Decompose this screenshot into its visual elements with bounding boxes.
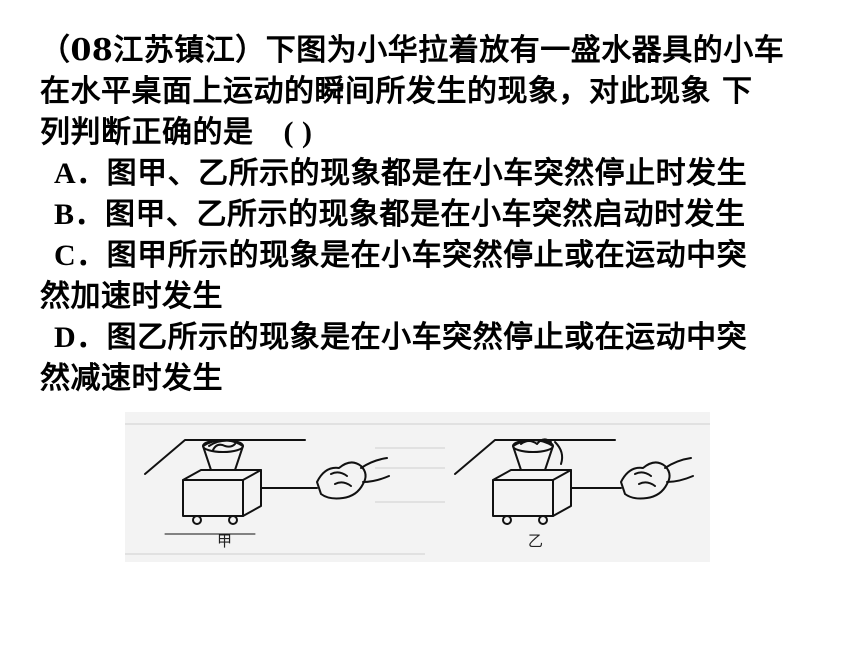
question-line-2: 在水平桌面上运动的瞬间所发生的现象，对此现象 下 (40, 74, 753, 109)
option-d-text: 图乙所示的现象是在小车突然停止或在运动中突 (106, 320, 748, 355)
option-c-letter: C． (54, 239, 107, 272)
option-c-text: 图甲所示的现象是在小车突然停止或在运动中突 (106, 238, 748, 273)
option-a-text: 图甲、乙所示的现象都是在小车突然停止时发生 (106, 156, 748, 191)
cart-illustration (125, 423, 710, 555)
option-a[interactable]: A．图甲、乙所示的现象都是在小车突然停止时发生 (40, 153, 840, 194)
option-b-letter: B． (54, 198, 106, 231)
option-c[interactable]: C．图甲所示的现象是在小车突然停止或在运动中突然加速时发生 (40, 235, 840, 317)
option-d-letter: D． (54, 321, 107, 354)
answer-paren: ( ) (283, 116, 313, 149)
cart-figure: 甲 乙 (125, 412, 710, 562)
question-block: （08江苏镇江）下图为小华拉着放有一盛水器具的小车 在水平桌面上运动的瞬间所发生… (40, 30, 840, 399)
question-stem-end: 列判断正确的是 (40, 115, 254, 150)
option-c-continuation: 然加速时发生 (40, 279, 223, 314)
figure-yi-drawing (454, 438, 694, 525)
figure-label-jia: 甲 (217, 532, 233, 550)
option-a-letter: A． (54, 157, 107, 190)
question-line-1: （08江苏镇江）下图为小华拉着放有一盛水器具的小车 (40, 33, 785, 68)
option-d[interactable]: D．图乙所示的现象是在小车突然停止或在运动中突然减速时发生 (40, 317, 840, 399)
option-b-text: 图甲、乙所示的现象都是在小车突然启动时发生 (105, 197, 746, 232)
question-line-3: 列判断正确的是 ( ) (40, 112, 840, 153)
figure-label-yi: 乙 (528, 532, 544, 550)
scan-noise (125, 423, 710, 555)
option-d-continuation: 然减速时发生 (40, 361, 223, 396)
figure-jia-drawing (144, 439, 390, 535)
option-b[interactable]: B．图甲、乙所示的现象都是在小车突然启动时发生 (40, 194, 840, 235)
